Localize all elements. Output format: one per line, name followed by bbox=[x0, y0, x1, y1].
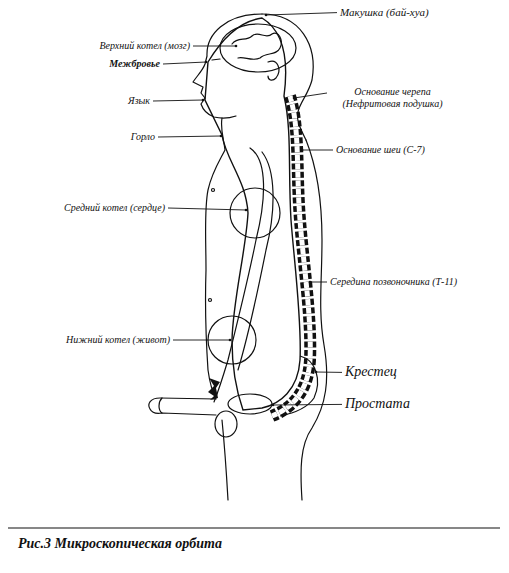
leader-dot bbox=[265, 14, 268, 17]
leader-dot bbox=[205, 61, 208, 64]
scrotum bbox=[215, 411, 237, 437]
part-label: Простата bbox=[345, 396, 410, 413]
prostate bbox=[228, 394, 272, 414]
leader-line bbox=[273, 404, 342, 406]
body-front bbox=[206, 118, 226, 398]
leader-dot bbox=[293, 97, 296, 100]
orbit-path bbox=[205, 18, 300, 410]
part-label: Основание шеи (С-7) bbox=[336, 144, 425, 156]
leader-line bbox=[168, 208, 246, 210]
leader-dot bbox=[309, 281, 312, 284]
brain bbox=[220, 24, 296, 72]
brain-folds bbox=[232, 33, 281, 59]
spine bbox=[272, 96, 310, 416]
face-profile bbox=[193, 14, 262, 118]
figure-caption: Рис.3 Микроскопическая орбита bbox=[18, 536, 222, 552]
arm bbox=[214, 148, 264, 402]
leader-dot bbox=[315, 371, 318, 374]
sacrum bbox=[280, 356, 318, 416]
leader-dot bbox=[272, 404, 275, 407]
hair-patch bbox=[208, 378, 220, 400]
part-label: Язык bbox=[128, 95, 150, 107]
part-label: Нижний котел (живот) bbox=[66, 334, 170, 346]
leader-line bbox=[266, 13, 337, 15]
part-label: Средний котел (сердце) bbox=[64, 202, 165, 214]
part-label: Середина позвоночника (Т-11) bbox=[330, 276, 457, 288]
leader-dot bbox=[235, 45, 238, 48]
leader-dot bbox=[229, 339, 232, 342]
leader-line bbox=[153, 100, 203, 101]
leader-line bbox=[158, 136, 221, 137]
leader-line bbox=[173, 340, 230, 341]
leader-line bbox=[163, 62, 206, 64]
middle-cauldron bbox=[230, 188, 280, 238]
part-label: Крестец bbox=[345, 364, 397, 381]
genital-tip bbox=[159, 398, 162, 413]
part-label: Межбровье bbox=[109, 58, 160, 70]
genital bbox=[149, 398, 216, 415]
leader-line bbox=[310, 282, 327, 283]
navel bbox=[209, 299, 212, 302]
leader-line bbox=[316, 372, 342, 373]
spine-core bbox=[272, 96, 310, 416]
caption-rule bbox=[8, 527, 500, 528]
leader-dot bbox=[202, 99, 205, 102]
leader-dot bbox=[220, 135, 223, 138]
nipple bbox=[212, 189, 215, 192]
leader-line bbox=[193, 46, 236, 47]
part-label: Верхний котел (мозг) bbox=[99, 40, 190, 52]
leader-line bbox=[294, 93, 327, 98]
leg-front bbox=[222, 420, 228, 500]
part-label: Макушка (бай-хуа) bbox=[340, 6, 429, 19]
part-label: Основание черепа (Нефритовая подушка) bbox=[330, 86, 455, 110]
eye bbox=[212, 59, 220, 60]
leader-dot bbox=[245, 209, 248, 212]
leader-dot bbox=[301, 149, 304, 152]
leader-line bbox=[302, 150, 333, 151]
part-label: Горло bbox=[131, 131, 155, 143]
